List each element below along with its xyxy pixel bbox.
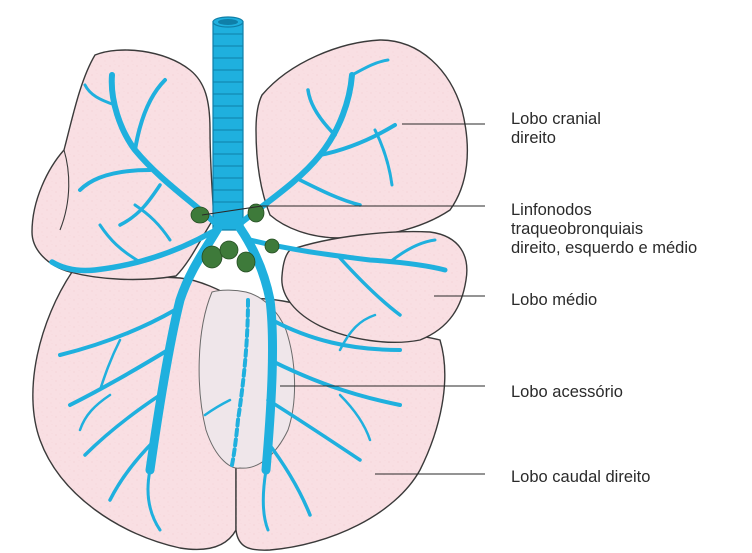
label-lobo-caudal-direito: Lobo caudal direito	[511, 468, 650, 487]
label-linfonodos-line3: direito, esquerdo e médio	[511, 239, 697, 258]
label-lobo-cranial-line1: Lobo cranial	[511, 110, 601, 129]
label-linfonodos: Linfonodos traqueobronquiais direito, es…	[511, 201, 697, 258]
middle-lymph-node-center	[220, 241, 238, 259]
label-lobo-cranial-direito: Lobo cranial direito	[511, 110, 601, 148]
middle-lymph-node-right	[237, 252, 255, 272]
label-lobo-caudal-line1: Lobo caudal direito	[511, 468, 650, 487]
trachea	[213, 17, 243, 230]
label-linfonodos-line2: traqueobronquiais	[511, 220, 697, 239]
middle-lymph-node-left	[202, 246, 222, 268]
label-lobo-acessorio-line1: Lobo acessório	[511, 383, 623, 402]
label-linfonodos-line1: Linfonodos	[511, 201, 697, 220]
label-lobo-cranial-line2: direito	[511, 129, 601, 148]
label-lobo-medio: Lobo médio	[511, 291, 597, 310]
label-lobo-acessorio: Lobo acessório	[511, 383, 623, 402]
label-lobo-medio-line1: Lobo médio	[511, 291, 597, 310]
left-lymph-node	[191, 207, 209, 223]
right-hilar-lymph-node	[265, 239, 279, 253]
